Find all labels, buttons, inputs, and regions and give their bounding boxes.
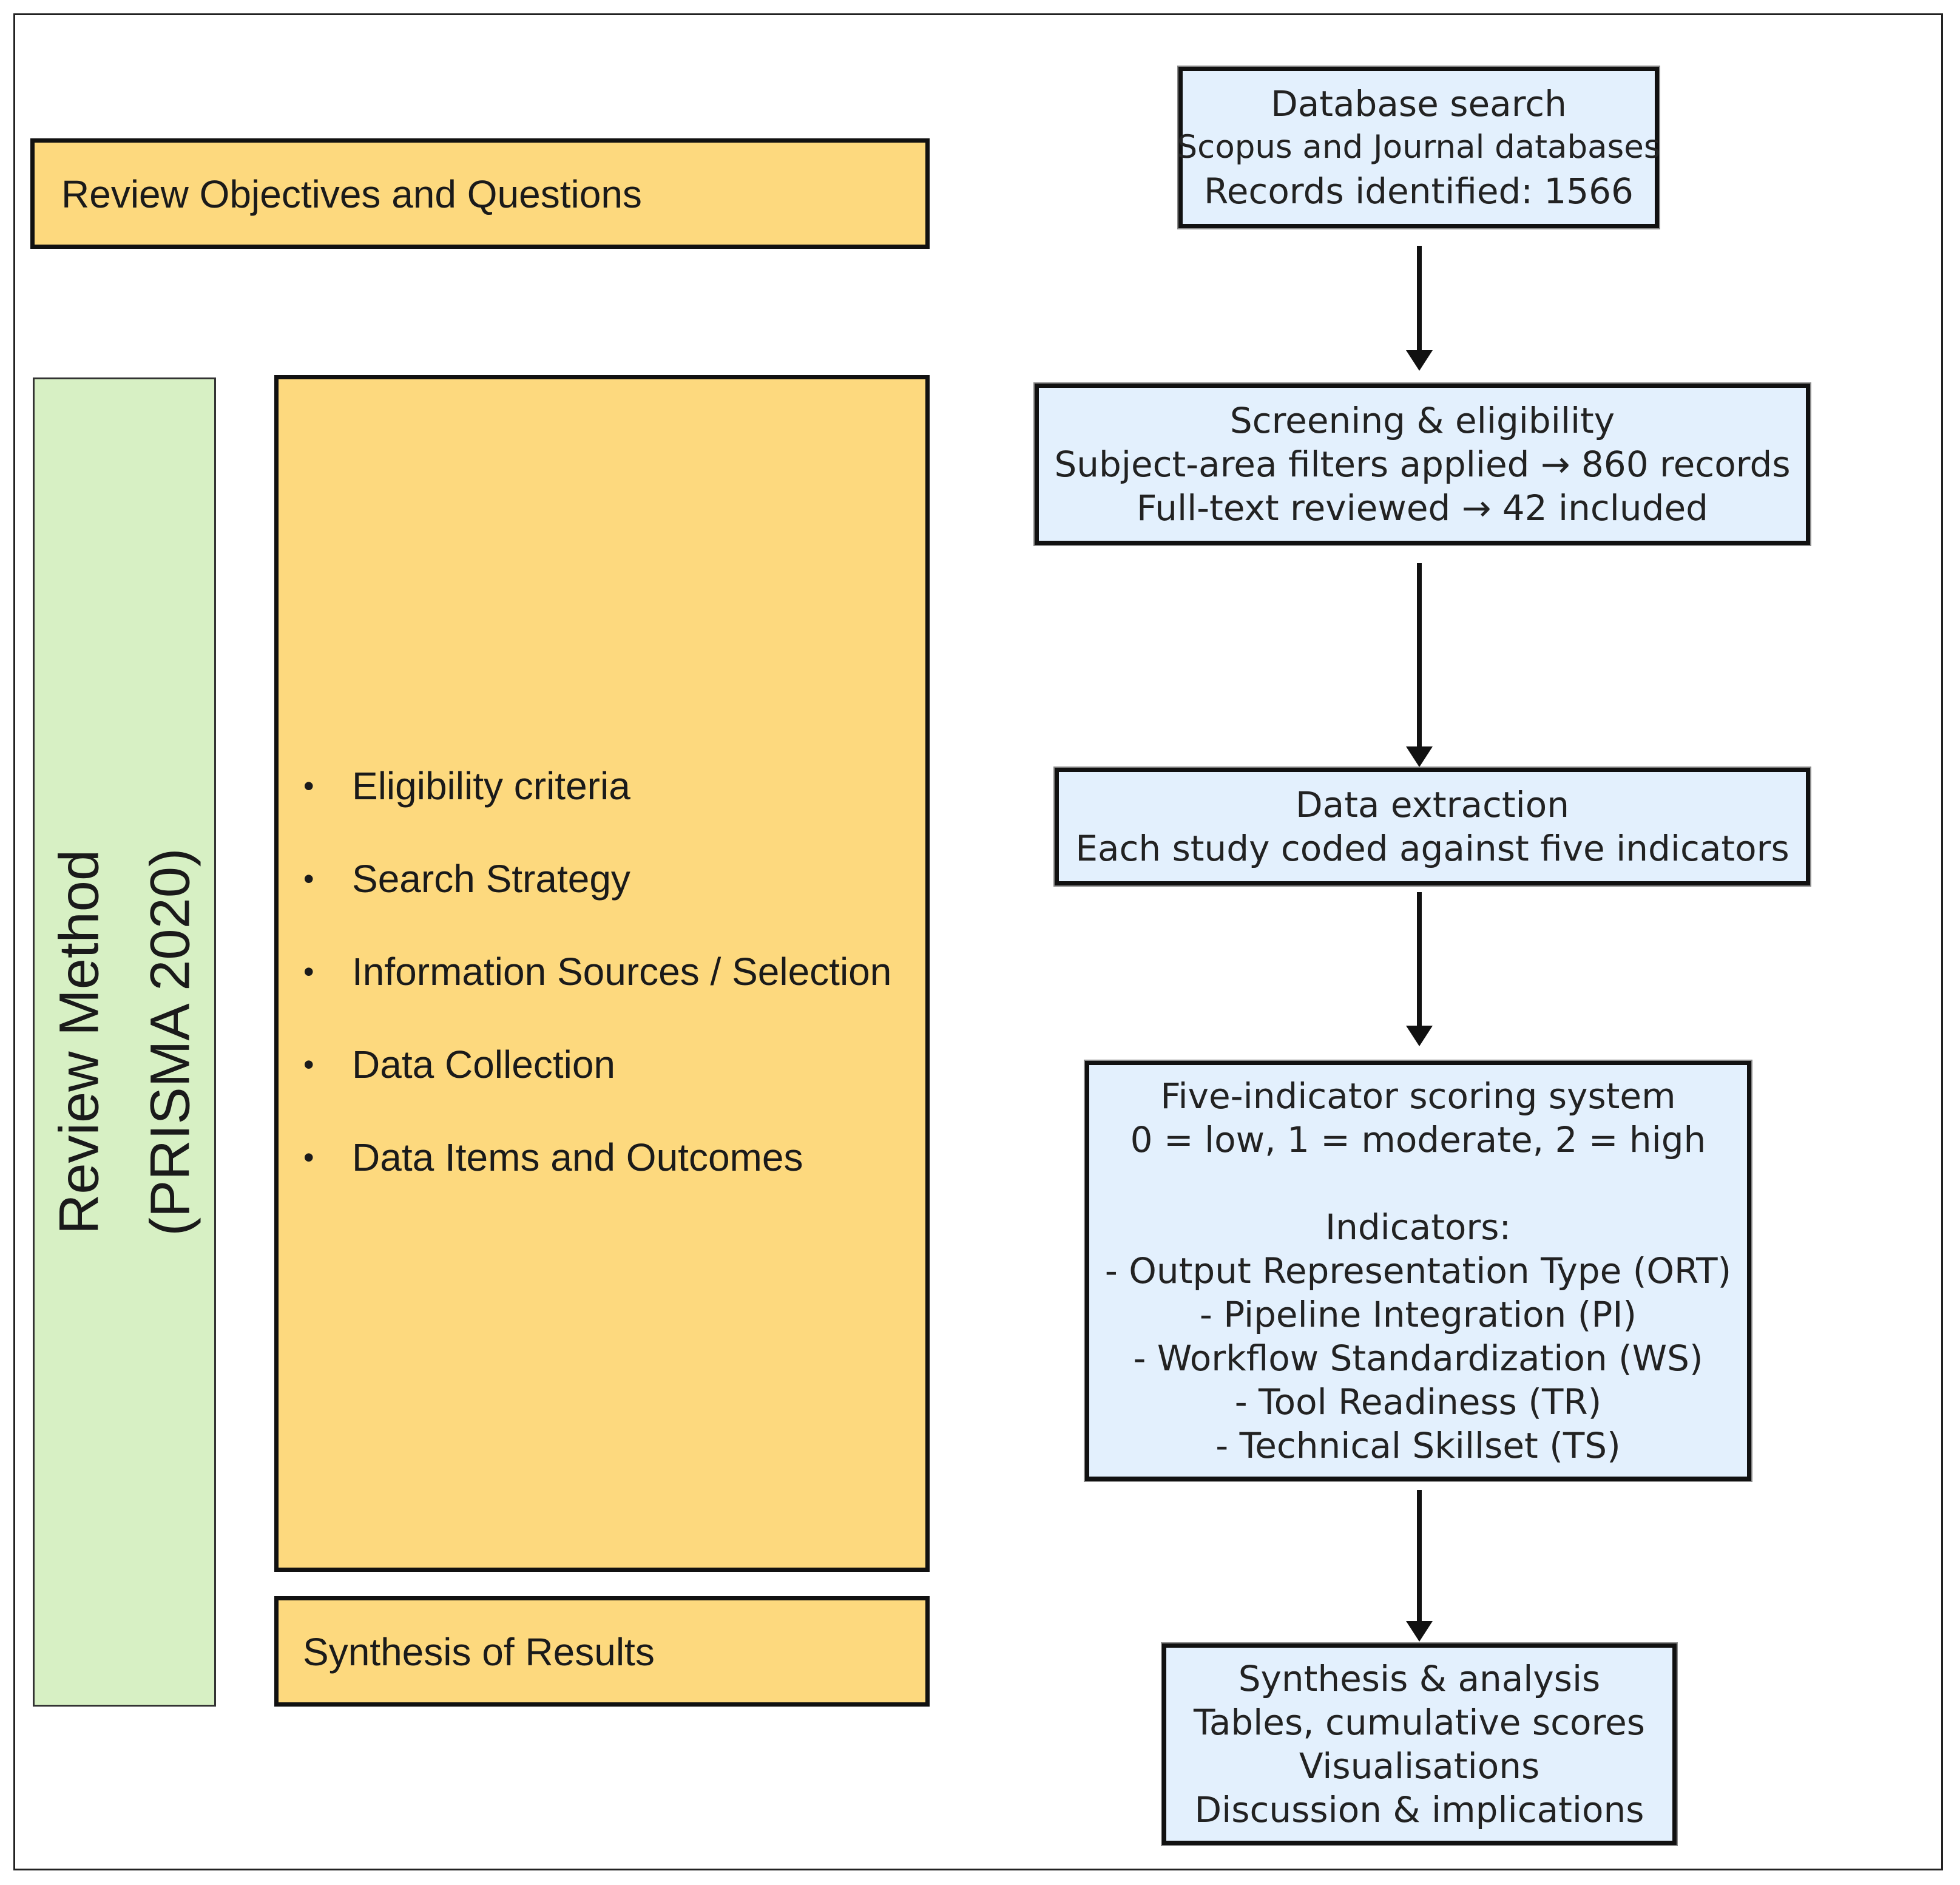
flow-box-database-search: Database search Scopus and Journal datab… xyxy=(1177,67,1661,228)
flow-arrow xyxy=(1406,563,1433,767)
synthesis-results-label: Synthesis of Results xyxy=(303,1630,655,1674)
flow-line: - Tool Readiness (TR) xyxy=(1234,1381,1602,1423)
flow-line: Five-indicator scoring system xyxy=(1160,1075,1676,1117)
bullet-icon: • xyxy=(303,862,314,896)
flow-line: Indicators: xyxy=(1325,1206,1512,1248)
method-steps-box xyxy=(274,375,930,1572)
flow-line: Tables, cumulative scores xyxy=(1193,1702,1645,1743)
review-objectives-label: Review Objectives and Questions xyxy=(61,172,642,216)
list-item-text: Search Strategy xyxy=(352,857,630,901)
flow-line: Full-text reviewed → 42 included xyxy=(1137,487,1708,529)
flow-box-synthesis-analysis: Synthesis & analysis Tables, cumulative … xyxy=(1162,1643,1677,1845)
flow-box-screening: Screening & eligibility Subject-area fil… xyxy=(1035,384,1810,545)
flow-line: Visualisations xyxy=(1299,1745,1540,1787)
flow-line: - Pipeline Integration (PI) xyxy=(1199,1294,1637,1335)
bullet-icon: • xyxy=(303,1140,314,1174)
figure-frame xyxy=(13,13,1943,1870)
review-method-label: Review Method (PRISMA 2020) xyxy=(34,848,216,1236)
list-item-text: Data Collection xyxy=(352,1043,615,1086)
bullet-icon: • xyxy=(303,1047,314,1081)
review-objectives-box: Review Objectives and Questions xyxy=(30,138,930,249)
list-item-text: Eligibility criteria xyxy=(352,764,630,808)
flow-line: Synthesis & analysis xyxy=(1238,1658,1601,1699)
flow-line: - Technical Skillset (TS) xyxy=(1215,1425,1621,1466)
synthesis-results-box: Synthesis of Results xyxy=(274,1596,930,1707)
flow-line: Discussion & implications xyxy=(1194,1789,1644,1830)
flow-arrow xyxy=(1406,1490,1433,1642)
list-item-text: Information Sources / Selection xyxy=(352,950,892,993)
flow-line: Records identified: 1566 xyxy=(1204,171,1634,212)
bullet-icon: • xyxy=(303,769,314,803)
list-item-text: Data Items and Outcomes xyxy=(352,1135,803,1179)
flow-box-data-extraction: Data extraction Each study coded against… xyxy=(1055,768,1810,885)
flow-line: - Output Representation Type (ORT) xyxy=(1104,1250,1732,1291)
review-method-label-wrap: Review Method (PRISMA 2020) xyxy=(34,377,216,1707)
review-method-line1: Review Method xyxy=(49,849,110,1235)
review-method-box xyxy=(33,377,216,1707)
flow-box-scoring-system: Five-indicator scoring system 0 = low, 1… xyxy=(1085,1061,1751,1481)
flow-line: Data extraction xyxy=(1295,784,1570,825)
bullet-icon: • xyxy=(303,955,314,989)
flow-arrow xyxy=(1406,892,1433,1046)
flow-line: Each study coded against five indicators xyxy=(1075,828,1789,869)
flow-arrow xyxy=(1406,246,1433,371)
flow-line: - Workflow Standardization (WS) xyxy=(1133,1338,1703,1379)
flow-line: Scopus and Journal databases xyxy=(1177,129,1661,166)
review-method-line2: (PRISMA 2020) xyxy=(140,848,201,1236)
flow-line: Screening & eligibility xyxy=(1229,400,1615,441)
flow-line: Database search xyxy=(1271,83,1567,124)
flow-line: Subject-area filters applied → 860 recor… xyxy=(1054,444,1791,485)
flow-line: 0 = low, 1 = moderate, 2 = high xyxy=(1130,1119,1706,1160)
